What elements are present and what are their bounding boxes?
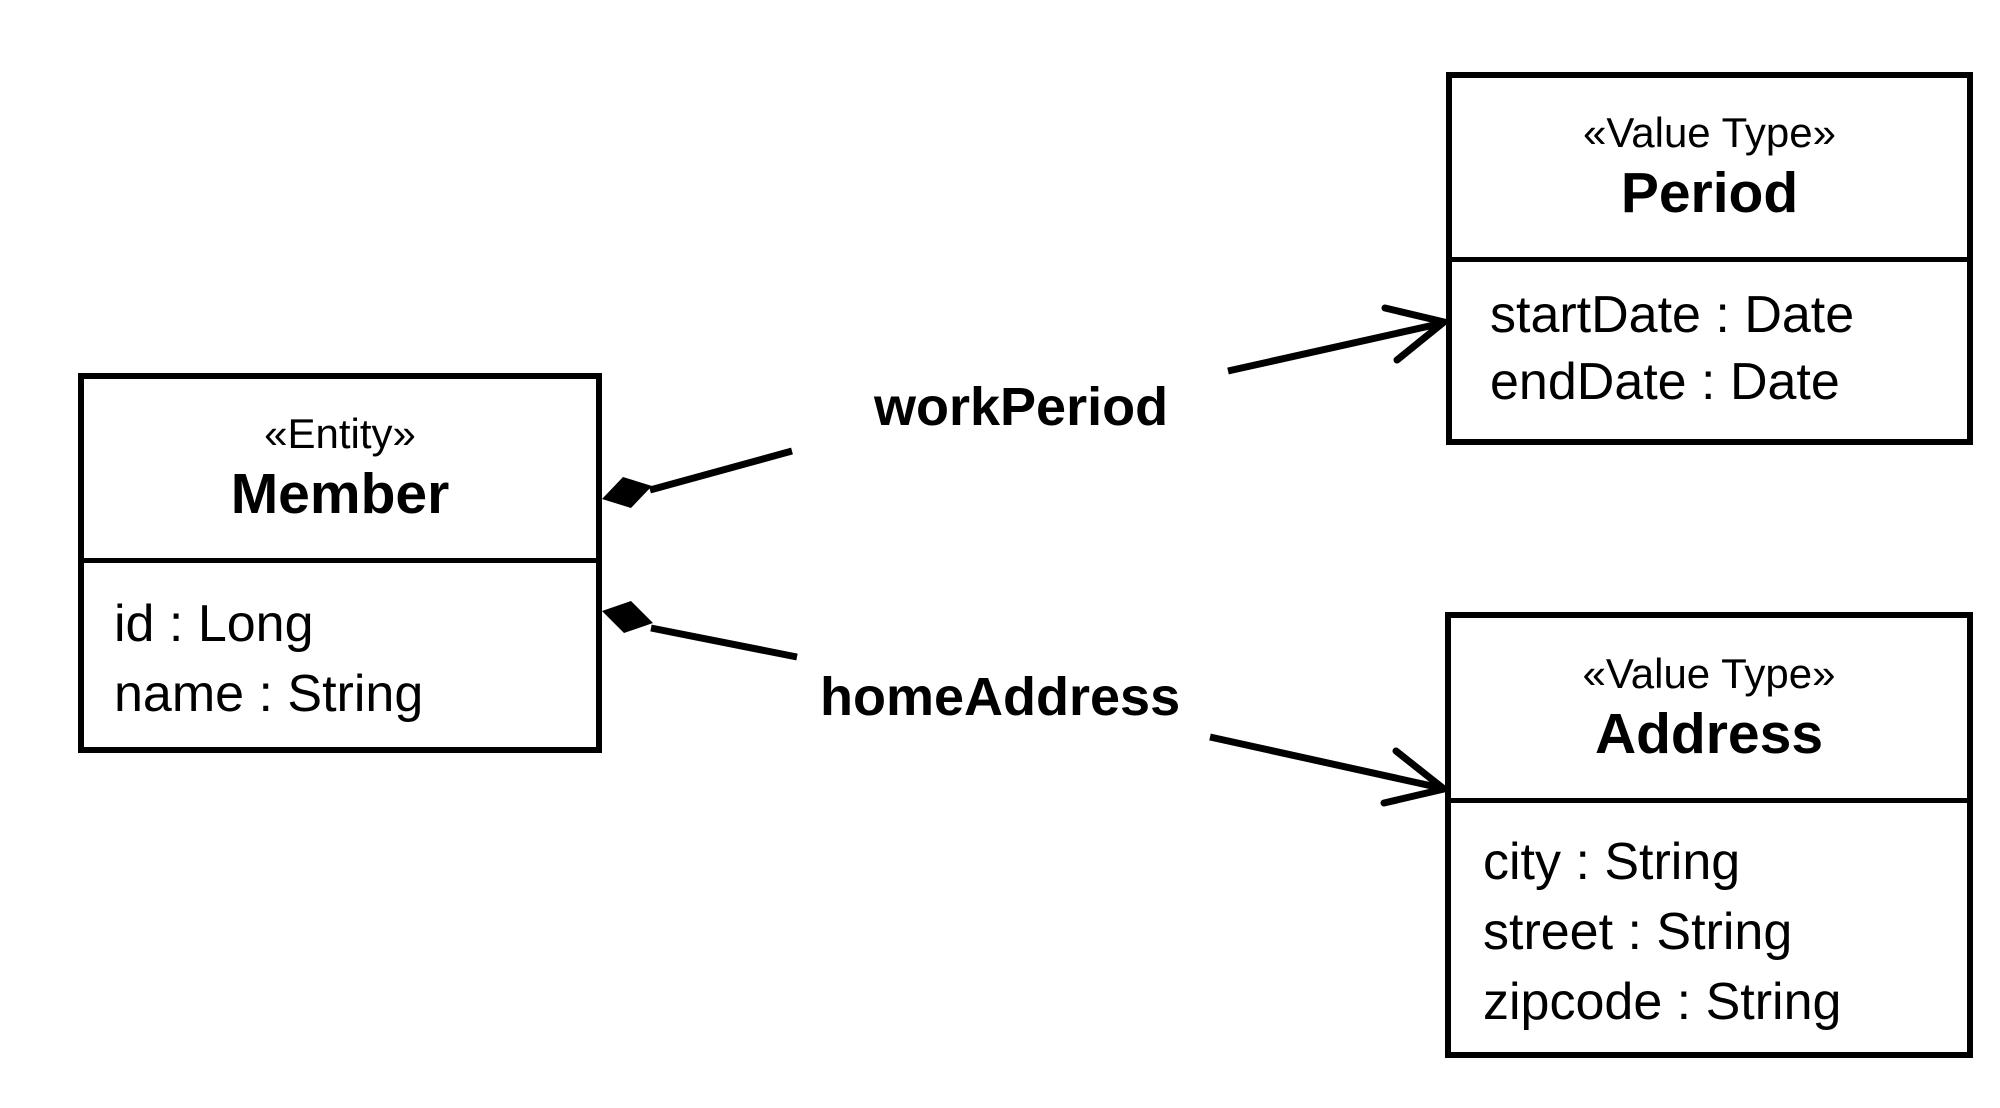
class-box-address: «Value Type» Address city : String stree… — [1445, 612, 1973, 1058]
class-box-period: «Value Type» Period startDate : Date end… — [1446, 72, 1973, 445]
association-line-segment — [650, 451, 792, 490]
class-header-period: «Value Type» Period — [1452, 78, 1967, 262]
composition-diamond-icon — [602, 477, 652, 508]
attribute-line: endDate : Date — [1490, 353, 1840, 411]
class-header-member: «Entity» Member — [84, 379, 596, 563]
attribute-compartment-period: startDate : Date endDate : Date — [1452, 262, 1967, 439]
association-homeaddress — [602, 601, 1444, 803]
class-name: Address — [1594, 701, 1824, 766]
attribute-line: zipcode : String — [1483, 973, 1842, 1031]
class-name: Member — [230, 462, 450, 527]
composition-diamond-icon — [602, 601, 653, 633]
open-arrowhead-icon — [1384, 751, 1444, 803]
association-label-homeaddress: homeAddress — [820, 667, 1181, 727]
attribute-line: street : String — [1483, 903, 1793, 961]
stereotype-label: «Value Type» — [1582, 649, 1836, 697]
association-workperiod — [602, 308, 1444, 508]
association-line-segment — [1228, 323, 1443, 371]
attribute-line: name : String — [114, 665, 424, 723]
stereotype-label: «Entity» — [264, 410, 416, 458]
attribute-line: city : String — [1483, 833, 1741, 891]
attribute-compartment-address: city : String street : String zipcode : … — [1451, 803, 1967, 1052]
attribute-line: startDate : Date — [1490, 286, 1855, 344]
open-arrowhead-icon — [1385, 308, 1444, 360]
association-line-segment — [651, 628, 797, 657]
attribute-compartment-member: id : Long name : String — [84, 563, 596, 747]
attribute-line: id : Long — [114, 595, 314, 653]
class-header-address: «Value Type» Address — [1451, 618, 1967, 803]
association-label-workperiod: workPeriod — [874, 377, 1169, 437]
stereotype-label: «Value Type» — [1583, 109, 1836, 157]
class-name: Period — [1620, 161, 1799, 226]
association-line-segment — [1210, 737, 1441, 788]
class-box-member: «Entity» Member id : Long name : String — [78, 373, 602, 753]
